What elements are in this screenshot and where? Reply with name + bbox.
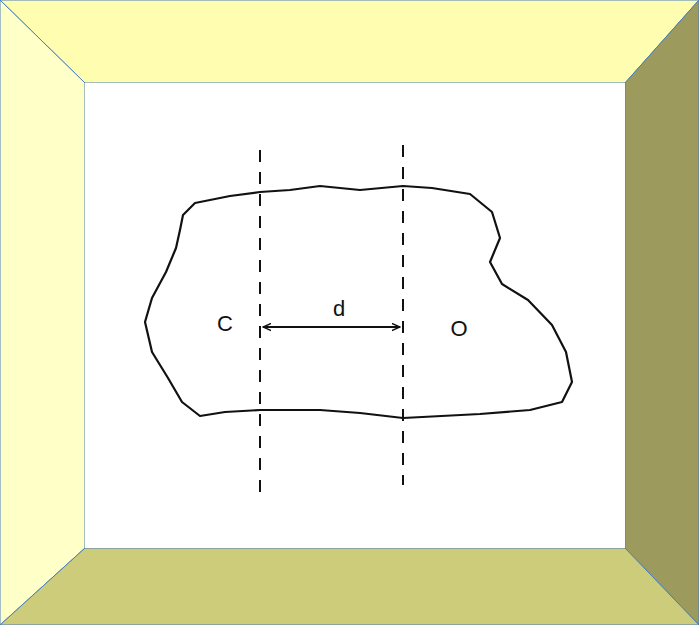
frame-left bbox=[0, 0, 85, 625]
picture-ground bbox=[85, 83, 625, 548]
dimension-label: d bbox=[333, 298, 345, 320]
frame-right bbox=[625, 0, 699, 625]
frame-top bbox=[0, 0, 699, 83]
frame-bottom bbox=[0, 548, 699, 625]
axis-through-o bbox=[402, 145, 404, 485]
body-outline bbox=[145, 186, 572, 418]
axis-through-c bbox=[259, 150, 261, 500]
point-label: C bbox=[217, 313, 233, 335]
distance-arrow bbox=[263, 326, 400, 328]
point-label: O bbox=[450, 318, 467, 340]
